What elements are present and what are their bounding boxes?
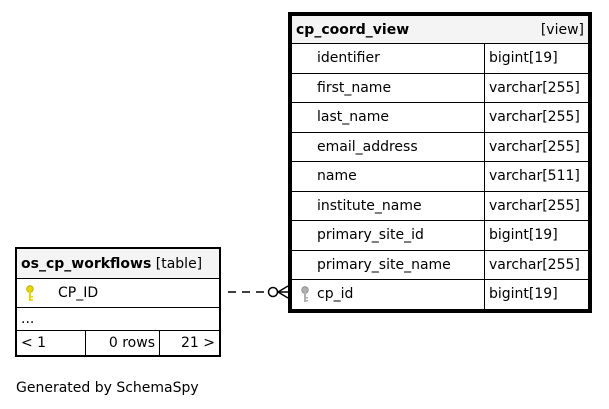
column-name: name	[317, 168, 357, 185]
table-header: os_cp_workflows [table]	[16, 248, 220, 279]
column-name: identifier	[317, 50, 380, 67]
column-row[interactable]: cp_id bigint[19]	[291, 279, 589, 310]
crowfoot-upper	[277, 285, 289, 293]
column-name: institute_name	[317, 197, 422, 214]
view-kind: [view]	[540, 21, 584, 38]
column-type: varchar[255]	[484, 102, 589, 133]
column-name: cp_id	[317, 286, 354, 303]
column-row[interactable]: last_name varchar[255]	[291, 102, 589, 133]
column-type: varchar[255]	[484, 72, 589, 103]
column-name: primary_site_name	[317, 256, 451, 273]
table-os-cp-workflows[interactable]: os_cp_workflows [table] CP_ID ... < 1 0 …	[15, 247, 221, 357]
column-type: varchar[511]	[484, 161, 589, 192]
more-columns-row: ...	[16, 307, 220, 331]
crowfoot-lower	[277, 291, 289, 299]
child-count[interactable]: 21 >	[159, 330, 220, 356]
column-type: varchar[255]	[484, 190, 589, 221]
column-type: bigint[19]	[484, 279, 589, 310]
column-type: bigint[19]	[484, 220, 589, 251]
column-row[interactable]: identifier bigint[19]	[291, 43, 589, 74]
column-row[interactable]: first_name varchar[255]	[291, 72, 589, 103]
column-name: last_name	[317, 109, 389, 126]
column-row[interactable]: institute_name varchar[255]	[291, 190, 589, 221]
column-type: bigint[19]	[484, 43, 589, 74]
foreign-key-icon	[300, 286, 310, 308]
column-type: varchar[255]	[484, 249, 589, 280]
row-count: 0 rows	[85, 330, 160, 356]
column-row[interactable]: primary_site_name varchar[255]	[291, 249, 589, 280]
column-type: varchar[255]	[484, 131, 589, 162]
column-name: primary_site_id	[317, 227, 424, 244]
ellipsis: ...	[16, 307, 220, 331]
column-name: first_name	[317, 79, 392, 96]
table-name[interactable]: os_cp_workflows	[21, 255, 152, 272]
column-row[interactable]: name varchar[511]	[291, 161, 589, 192]
column-name: CP_ID	[58, 285, 99, 301]
column-row[interactable]: CP_ID	[16, 278, 220, 308]
table-kind: [table]	[155, 255, 203, 272]
column-name: email_address	[317, 138, 418, 155]
primary-key-icon	[25, 285, 35, 307]
zero-cardinality-marker	[267, 286, 279, 298]
view-header: cp_coord_view [view]	[291, 15, 589, 44]
generated-by-label: Generated by SchemaSpy	[16, 380, 199, 396]
column-row[interactable]: primary_site_id bigint[19]	[291, 220, 589, 251]
view-name[interactable]: cp_coord_view	[296, 21, 410, 38]
view-cp-coord-view[interactable]: cp_coord_view [view] identifier bigint[19…	[288, 12, 592, 313]
parent-count[interactable]: < 1	[16, 330, 86, 356]
table-footer: < 1 0 rows 21 >	[16, 330, 220, 356]
column-row[interactable]: email_address varchar[255]	[291, 131, 589, 162]
